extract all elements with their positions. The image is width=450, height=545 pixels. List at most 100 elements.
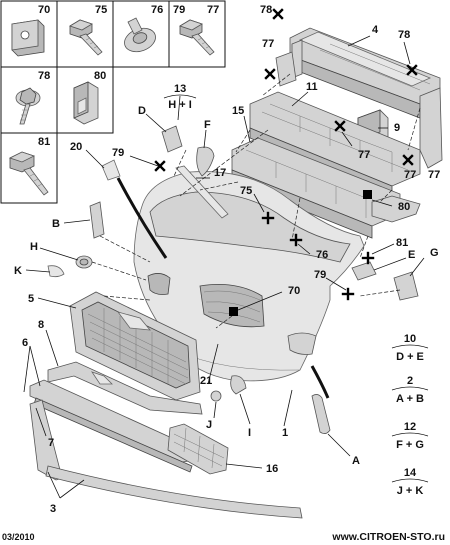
screw-washer-icon — [15, 87, 41, 125]
callout-a: A — [352, 455, 360, 467]
fastener-box-grid — [0, 0, 226, 204]
callout-76: 76 — [316, 249, 328, 261]
strip-17 — [175, 165, 229, 219]
bumper-cover — [133, 171, 365, 382]
callout-8: 8 — [38, 319, 44, 331]
callout-17: 17 — [214, 167, 226, 179]
callout-77: 77 — [404, 169, 416, 181]
footer-website: www.CITROEN-STO.ru — [331, 531, 445, 543]
footer-date: 03/2010 — [2, 532, 35, 542]
cover-i — [230, 375, 247, 395]
fastener-75-number: 75 — [95, 4, 107, 16]
legend-10: 10 D + E — [391, 333, 429, 363]
callout-6: 6 — [22, 337, 28, 349]
upper-bracket — [275, 51, 297, 87]
washer-clip-icon — [124, 17, 156, 53]
fastener-80-number: 80 — [94, 70, 106, 82]
callout-f: F — [204, 119, 211, 131]
plus-marker — [261, 211, 275, 225]
callout-g: G — [430, 247, 439, 259]
callout-78: 78 — [398, 29, 410, 41]
callout-3: 3 — [50, 503, 56, 515]
callout-80: 80 — [398, 201, 410, 213]
callout-77: 77 — [358, 149, 370, 161]
callout-k: K — [14, 265, 22, 277]
hex-bolt-icon — [8, 151, 49, 196]
callout-79: 79 — [314, 269, 326, 281]
bracket-d — [161, 125, 183, 153]
reinforcement-beam — [289, 27, 443, 169]
bracket-f — [196, 146, 215, 177]
cross-marker — [402, 154, 414, 166]
black-trim-strip — [116, 177, 330, 399]
clip-nut-icon — [11, 19, 45, 57]
bracket-b — [89, 201, 105, 239]
fastener-70-number: 70 — [38, 4, 50, 16]
callout-9: 9 — [394, 122, 400, 134]
callout-labels: 78 4 78 77 77 11 9 15 77 77 80 75 76 81 … — [14, 4, 440, 515]
legend-2-number: 2 — [407, 375, 413, 387]
fastener-76-number: 76 — [151, 4, 163, 16]
side-trim-a — [311, 394, 331, 434]
fastener-box-70: 70 — [11, 4, 50, 57]
legend-2-formula: A + B — [396, 393, 424, 405]
fastener-box-81: 81 — [8, 136, 50, 196]
flange-screw-icon — [179, 19, 215, 56]
fastener-box-79-77: 79 77 — [173, 4, 219, 56]
legend-13-formula: H + I — [168, 99, 192, 111]
fastener-78-number: 78 — [38, 70, 50, 82]
plus-marker — [361, 251, 375, 265]
assembly-lines — [91, 73, 421, 329]
fastener-box-78: 78 — [15, 70, 50, 125]
bezel-k — [47, 265, 65, 278]
legend-13: 13 H + I — [163, 94, 197, 111]
cross-marker — [264, 68, 276, 80]
callout-20: 20 — [70, 141, 82, 153]
plug-j — [210, 390, 222, 402]
callout-i: I — [248, 427, 251, 439]
fastener-box-76: 76 — [124, 4, 163, 53]
cross-marker — [406, 64, 418, 76]
callout-13: 13 — [174, 83, 186, 95]
callout-5: 5 — [28, 293, 34, 305]
legend-10-number: 10 — [404, 333, 416, 345]
upper-grille — [69, 291, 201, 401]
legend-10-formula: D + E — [396, 351, 424, 363]
callout-16: 16 — [266, 463, 278, 475]
legend-2: 2 A + B — [391, 375, 429, 405]
callout-4: 4 — [372, 24, 379, 36]
callout-75: 75 — [240, 185, 252, 197]
leader-lines — [23, 35, 425, 499]
legend-12: 12 F + G — [391, 421, 429, 451]
fastener-box-75: 75 — [69, 4, 107, 56]
callout-15: 15 — [232, 105, 244, 117]
cross-marker — [154, 160, 166, 172]
guide-e — [351, 261, 377, 281]
bracket-g — [393, 271, 419, 301]
bracket-clip-icon — [73, 81, 99, 125]
fastener-79-number: 79 — [173, 4, 185, 16]
callout-j: J — [206, 419, 212, 431]
callout-7: 7 — [48, 437, 54, 449]
fastener-77-number: 77 — [207, 4, 219, 16]
callout-21: 21 — [200, 375, 212, 387]
fog-lamp-h — [75, 255, 93, 269]
callout-11: 11 — [306, 81, 318, 93]
callout-e: E — [408, 249, 415, 261]
callout-77-secondary: 77 — [428, 169, 440, 181]
callout-h: H — [30, 241, 38, 253]
legend-14: 14 J + K — [391, 467, 429, 497]
callout-70: 70 — [288, 285, 300, 297]
square-marker — [229, 307, 238, 316]
callout-77: 77 — [262, 38, 274, 50]
cross-marker — [334, 120, 346, 132]
fastener-box-80: 80 — [73, 70, 106, 125]
legend-12-formula: F + G — [396, 439, 424, 451]
part-20 — [101, 159, 121, 181]
plus-marker — [341, 287, 355, 301]
fastener-81-number: 81 — [38, 136, 50, 148]
legend-14-formula: J + K — [397, 485, 424, 497]
callout-1: 1 — [282, 427, 288, 439]
callout-81: 81 — [396, 237, 408, 249]
